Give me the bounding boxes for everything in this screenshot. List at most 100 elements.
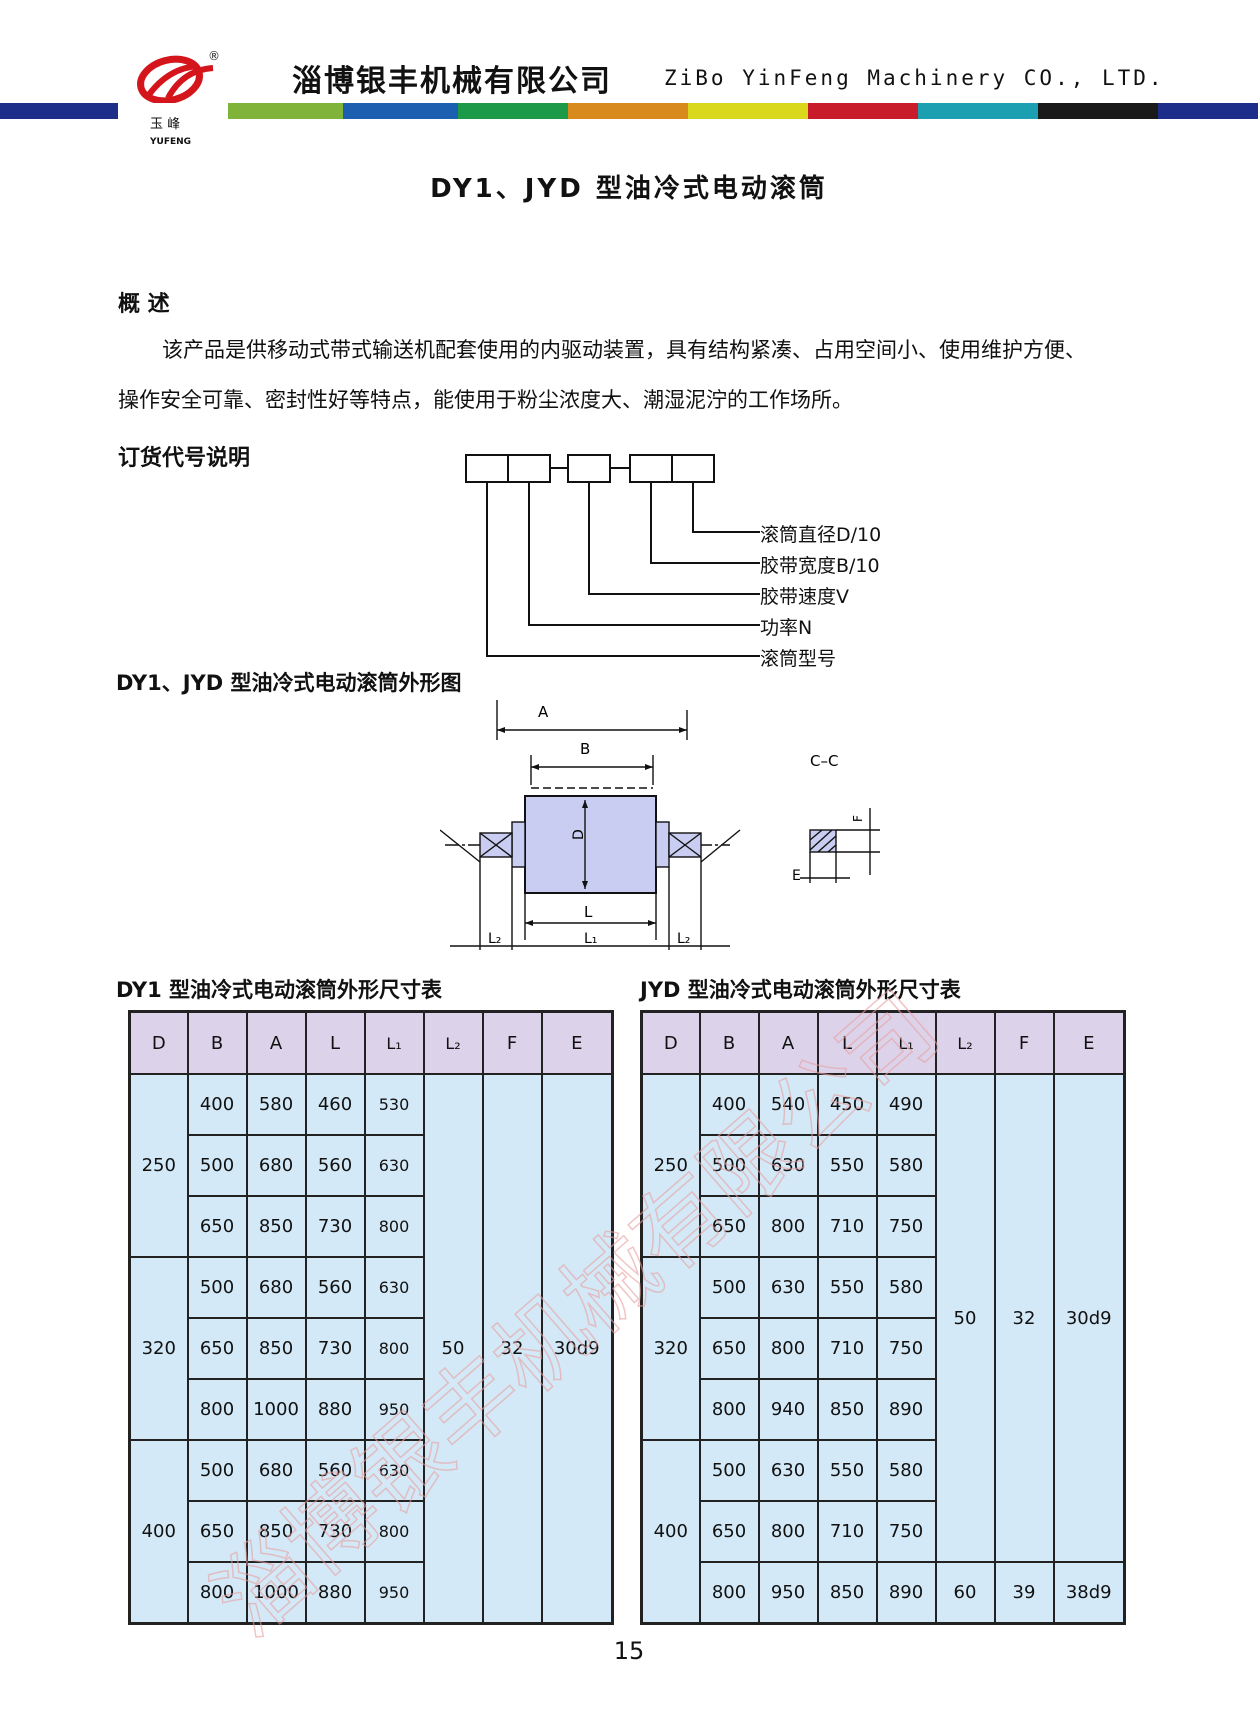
- dim-label-B: B: [580, 740, 590, 758]
- cell-a: 800: [757, 1500, 819, 1563]
- cell-b: 800: [186, 1378, 248, 1441]
- cell-l1: 580: [875, 1256, 937, 1319]
- cell-l1: 750: [875, 1195, 937, 1258]
- cell-b: 500: [186, 1134, 248, 1197]
- stripe-segment: [1038, 103, 1158, 119]
- cell-f: 39: [993, 1561, 1055, 1625]
- cell-a: 1000: [245, 1561, 307, 1625]
- cell-l: 730: [304, 1195, 366, 1258]
- cell-l1: 630: [363, 1439, 425, 1502]
- logo-cn-text: 玉 峰: [150, 117, 180, 132]
- order-code-diagram: [465, 454, 760, 657]
- cell-l1: 750: [875, 1317, 937, 1380]
- cell-l1: 800: [363, 1500, 425, 1563]
- order-code-label-model: 滚筒型号: [760, 648, 837, 670]
- cell-l2: 50: [422, 1073, 484, 1625]
- cell-b: 650: [186, 1317, 248, 1380]
- overview-line-2: 操作安全可靠、密封性好等特点，能使用于粉尘浓度大、潮湿泥泞的工作场所。: [118, 388, 853, 412]
- table-row: 250 400 540 450 490 50 32 30d9: [640, 1073, 1126, 1563]
- cell-d: 400: [128, 1439, 189, 1625]
- cell-a: 630: [757, 1134, 819, 1197]
- cell-l2: 50: [934, 1073, 996, 1563]
- cell-l: 730: [304, 1500, 366, 1563]
- cell-e: 30d9: [1052, 1073, 1126, 1563]
- cell-f: 32: [993, 1073, 1055, 1563]
- cell-d: 400: [640, 1439, 701, 1625]
- dim-label-D: D: [571, 829, 587, 840]
- registered-mark: ®: [208, 49, 220, 63]
- cell-l: 850: [816, 1378, 878, 1441]
- cell-d: 320: [128, 1256, 189, 1441]
- dy1-table-title: DY1 型油冷式电动滚筒外形尺寸表: [116, 978, 443, 1002]
- cell-d: 250: [128, 1073, 189, 1258]
- table-row: 650 800 710 750: [642, 1195, 1125, 1258]
- cell-l1: 580: [875, 1134, 937, 1197]
- dim-label-L: L: [584, 903, 593, 921]
- table-row: 650 850 730 800: [130, 1500, 613, 1563]
- cell-a: 850: [245, 1500, 307, 1563]
- jyd-dimension-table: D B A L L₁ L₂ F E 250 400 540 450 490 50…: [640, 1010, 1126, 1625]
- cell-l: 710: [816, 1317, 878, 1380]
- order-code-label-belt-speed: 胶带速度V: [760, 586, 849, 608]
- table-row: 250 400 580 460 530 50 32 30d9: [128, 1073, 614, 1625]
- dim-label-L1: L₁: [584, 931, 597, 947]
- cell-d: 250: [640, 1073, 701, 1258]
- cell-b: 500: [698, 1256, 760, 1319]
- cell-l1: 800: [363, 1195, 425, 1258]
- cell-l1: 580: [875, 1439, 937, 1502]
- cell-b: 500: [186, 1439, 248, 1502]
- company-logo: ® 玉 峰 YUFENG: [128, 48, 238, 148]
- page-number: 15: [613, 1637, 645, 1665]
- cell-l: 850: [816, 1561, 878, 1625]
- cell-a: 850: [245, 1317, 307, 1380]
- cell-l: 560: [304, 1439, 366, 1502]
- table-row: 650 800 710 750: [642, 1500, 1125, 1563]
- cell-b: 650: [698, 1317, 760, 1380]
- cell-l: 550: [816, 1134, 878, 1197]
- cell-l: 880: [304, 1561, 366, 1625]
- dim-label-F: F: [851, 815, 865, 822]
- company-name-cn: 淄博银丰机械有限公司: [292, 64, 612, 99]
- header-e: E: [540, 1010, 614, 1075]
- header-d: D: [128, 1010, 189, 1075]
- overview-heading: 概 述: [118, 292, 170, 317]
- stripe-segment: [808, 103, 918, 119]
- cell-b: 400: [186, 1073, 248, 1136]
- header-l: L: [304, 1010, 366, 1075]
- table-row: 400 500 630 550 580: [640, 1439, 1125, 1625]
- header-l1: L₁: [875, 1010, 937, 1075]
- cell-b: 500: [186, 1256, 248, 1319]
- table-row: 320 500 680 560 630: [128, 1256, 613, 1441]
- stripe-segment: [343, 103, 458, 119]
- header-l2: L₂: [422, 1010, 484, 1075]
- dim-label-A: A: [538, 703, 549, 721]
- table-row: 400 500 680 560 630: [128, 1439, 613, 1625]
- cell-l: 730: [304, 1317, 366, 1380]
- cell-a: 630: [757, 1439, 819, 1502]
- cell-a: 540: [757, 1073, 819, 1136]
- order-code-label-power: 功率N: [760, 617, 813, 639]
- company-name-en: ZiBo YinFeng Machinery CO., LTD.: [664, 66, 1165, 90]
- cell-l1: 750: [875, 1500, 937, 1563]
- table-row: 800 1000 880 950: [130, 1378, 613, 1441]
- header-b: B: [186, 1010, 248, 1075]
- cell-a: 630: [757, 1256, 819, 1319]
- table-row: 650 800 710 750: [642, 1317, 1125, 1380]
- header-a: A: [757, 1010, 819, 1075]
- header-color-stripe: [0, 103, 1258, 119]
- cell-l: 710: [816, 1500, 878, 1563]
- cell-l2: 60: [934, 1561, 996, 1625]
- cell-a: 680: [245, 1256, 307, 1319]
- cell-l: 450: [816, 1073, 878, 1136]
- drawing-heading: DY1、JYD 型油冷式电动滚筒外形图: [116, 671, 462, 695]
- page-title: DY1、JYD 型油冷式电动滚筒: [430, 174, 828, 204]
- dim-label-L2-left: L₂: [488, 931, 501, 947]
- cell-b: 650: [186, 1195, 248, 1258]
- cell-a: 950: [757, 1561, 819, 1625]
- cell-b: 650: [698, 1195, 760, 1258]
- header-f: F: [481, 1010, 543, 1075]
- cell-l: 880: [304, 1378, 366, 1441]
- stripe-segment: [688, 103, 808, 119]
- stripe-segment: [568, 103, 688, 119]
- cell-b: 800: [698, 1561, 760, 1625]
